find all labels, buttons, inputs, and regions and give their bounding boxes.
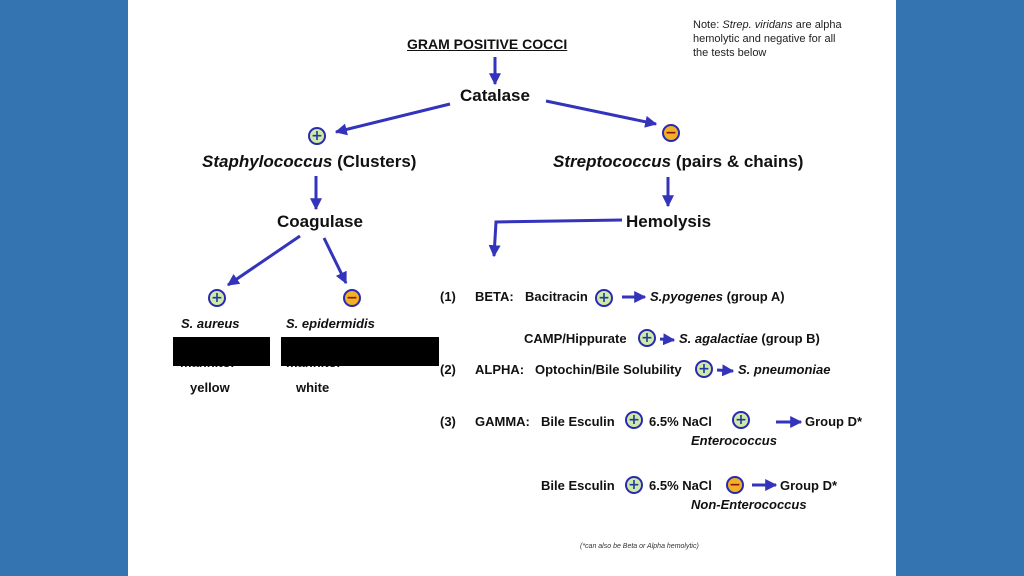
hemolysis-label: Hemolysis bbox=[626, 212, 712, 231]
slide: GRAM POSITIVE COCCI Note: Strep. viridan… bbox=[128, 0, 896, 576]
alpha-test: Optochin/Bile Solubility bbox=[535, 362, 682, 377]
arrow-alpha bbox=[716, 364, 735, 377]
beta-number: (1) bbox=[440, 289, 456, 304]
beta-test: Bacitracin bbox=[525, 289, 588, 304]
gamma-genus: Enterococcus bbox=[691, 433, 777, 448]
gamma-test2: 6.5% NaCl bbox=[649, 414, 712, 429]
camp-result: S. agalactiae (group B) bbox=[679, 331, 820, 346]
gamma-label: GAMMA: bbox=[475, 414, 530, 429]
alpha-label: ALPHA: bbox=[475, 362, 525, 377]
arrow-catalase-to-staph bbox=[334, 102, 451, 136]
arrow-coagulase-to-epidermidis bbox=[322, 237, 348, 285]
gamma-test1: Bile Esculin bbox=[541, 414, 615, 429]
gamma2-result: Group D* bbox=[780, 478, 838, 493]
gamma2-genus: Non-Enterococcus bbox=[691, 497, 807, 512]
alpha-result: S. pneumoniae bbox=[738, 362, 831, 377]
epidermidis-negative-icon: − bbox=[343, 289, 361, 307]
note: Note: Strep. viridans are alpha hemolyti… bbox=[693, 19, 842, 59]
diagram-title: GRAM POSITIVE COCCI bbox=[407, 36, 568, 52]
nacl-positive-icon: + bbox=[732, 411, 750, 429]
aureus-positive-icon: + bbox=[208, 289, 226, 307]
staph-label: Staphylococcus (Clusters) bbox=[202, 152, 417, 171]
gamma2-test1: Bile Esculin bbox=[541, 478, 615, 493]
nacl-negative-icon: − bbox=[726, 476, 744, 494]
redaction-box bbox=[173, 337, 270, 366]
bile-esculin-positive-icon: + bbox=[625, 476, 643, 494]
gamma-number: (3) bbox=[440, 414, 456, 429]
beta-result: S.pyogenes (group A) bbox=[650, 289, 785, 304]
beta-label: BETA: bbox=[475, 289, 514, 304]
footnote: (*can also be Beta or Alpha hemolytic) bbox=[580, 543, 699, 550]
gamma-result: Group D* bbox=[805, 414, 863, 429]
camp-test: CAMP/Hippurate bbox=[524, 331, 627, 346]
arrow-hemolysis-to-list bbox=[488, 218, 623, 258]
epidermidis-color: white bbox=[296, 380, 330, 395]
redaction-box bbox=[281, 337, 439, 366]
arrow-camp bbox=[659, 333, 676, 346]
arrow-coagulase-to-aureus bbox=[227, 234, 301, 287]
alpha-number: (2) bbox=[440, 362, 456, 377]
catalase-label: Catalase bbox=[460, 86, 530, 105]
arrow-catalase-to-strep bbox=[545, 99, 658, 128]
gamma2-test2: 6.5% NaCl bbox=[649, 478, 712, 493]
coagulase-label: Coagulase bbox=[277, 212, 363, 231]
bacitracin-positive-icon: + bbox=[595, 289, 613, 307]
strep-label: Streptococcus (pairs & chains) bbox=[553, 152, 804, 171]
staph-positive-icon: + bbox=[308, 127, 326, 145]
aureus-name: S. aureus bbox=[181, 316, 240, 331]
aureus-color: yellow bbox=[190, 380, 230, 395]
arrow-layer bbox=[227, 57, 803, 491]
epidermidis-name: S. epidermidis bbox=[286, 316, 375, 331]
optochin-positive-icon: + bbox=[695, 360, 713, 378]
bile-esculin-positive-icon: + bbox=[625, 411, 643, 429]
strep-negative-icon: − bbox=[662, 124, 680, 142]
camp-positive-icon: + bbox=[638, 329, 656, 347]
